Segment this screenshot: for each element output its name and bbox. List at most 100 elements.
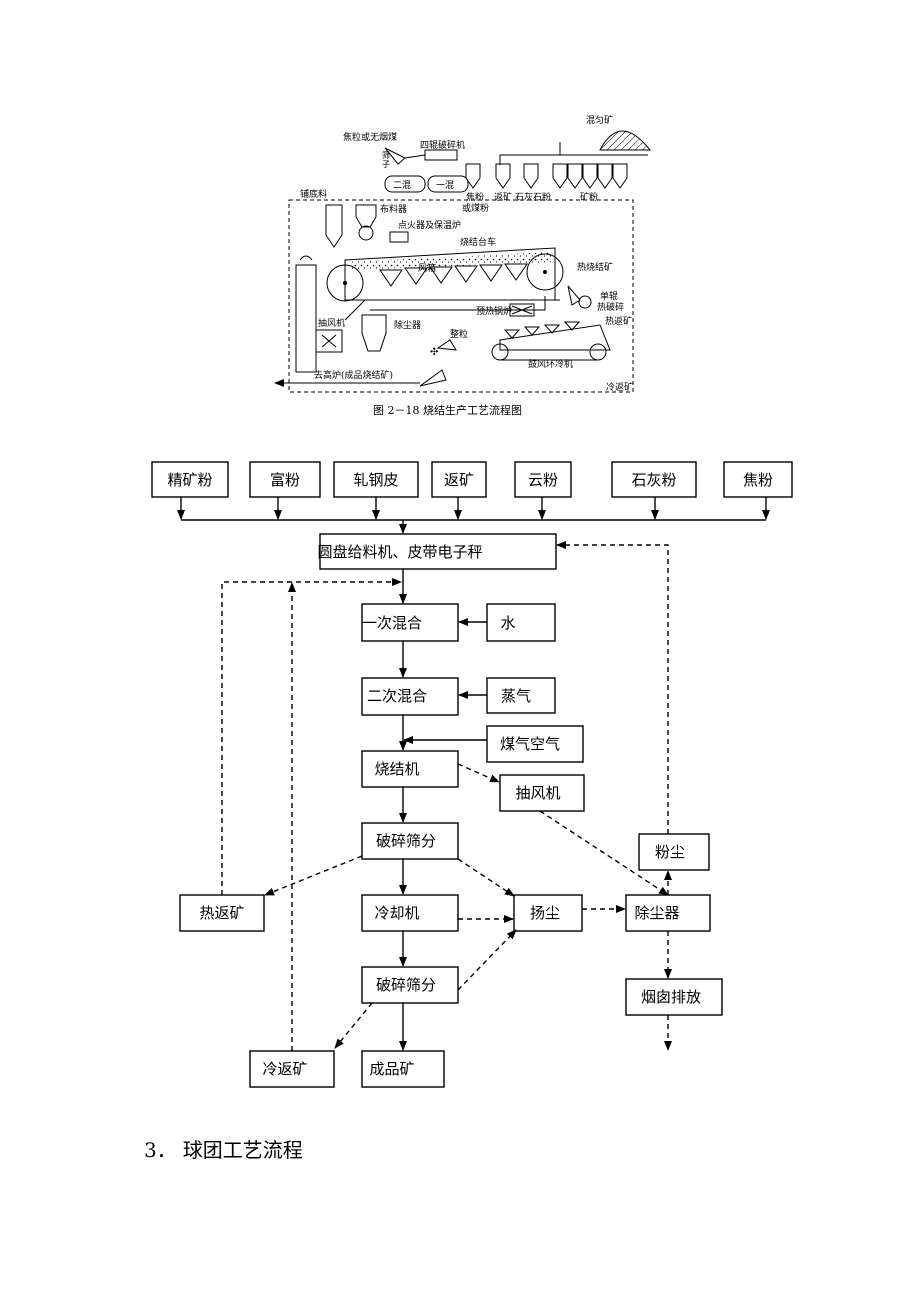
box-fugitive [513,894,583,932]
box-water [486,603,556,642]
label-mixed-ore: 混匀矿 [586,114,613,126]
text-cold-return: 冷返矿 [262,1060,307,1078]
chimney [295,264,317,373]
text-chimney: 烟囱排放 [641,988,701,1006]
text-input-5: 石灰粉 [631,471,676,489]
box-exhaust [499,774,585,812]
svg-text:子: 子 [382,160,390,169]
text-fugitive: 扬尘 [530,904,560,922]
box-cold-return [249,1050,335,1088]
text-dust-out: 粉尘 [655,843,685,861]
box-steam [486,677,556,714]
svg-text:热返矿: 热返矿 [605,315,632,327]
text-mix1: 一次混合 [362,614,422,632]
label-coke: 焦粒或无烟煤 [343,131,397,143]
svg-text:石灰石粉: 石灰石粉 [515,191,551,203]
igniter [389,231,409,243]
svg-text:去高炉(成品烧结矿): 去高炉(成品烧结矿) [314,369,393,381]
box-input-1 [249,461,321,498]
sinter-flowchart: 精矿粉 富粉 轧钢皮 返矿 云粉 石灰粉 焦粉 圆盘给料机、皮带电子秤 一次混合… [151,461,793,1088]
box-input-5 [611,461,697,498]
svg-text:除尘器: 除尘器 [394,319,421,331]
box-sinter [361,750,459,788]
text-input-3: 返矿 [444,471,474,489]
svg-text:二混: 二混 [393,180,411,191]
box-dust-out [638,833,710,871]
svg-text:冷返矿: 冷返矿 [606,381,633,393]
screen [384,147,406,165]
text-water: 水 [500,614,515,632]
feeder-hopper [355,204,377,228]
label-sinter-car: 烧结台车 [460,236,496,248]
text-mix2: 二次混合 [367,687,427,705]
svg-text:一混: 一混 [436,180,454,191]
text-crush1: 破碎筛分 [376,832,436,850]
text-cooler: 冷却机 [374,904,419,922]
box-cooler [361,894,459,932]
box-crush2 [361,966,459,1004]
svg-text:✣: ✣ [430,347,438,358]
roll-crusher [424,149,458,161]
text-exhaust: 抽风机 [515,784,560,802]
text-crush2: 破碎筛分 [376,976,436,994]
box-mix1 [361,603,459,642]
svg-text:鼓风环冷机: 鼓风环冷机 [528,358,573,370]
figure-caption: 图 2－18 烧结生产工艺流程图 [373,403,522,417]
box-crush1 [361,822,459,860]
svg-text:布料器: 布料器 [380,203,407,215]
flow-labels: 精矿粉 富粉 轧钢皮 返矿 云粉 石灰粉 焦粉 圆盘给料机、皮带电子秤 一次混合… [167,471,773,1078]
text-product: 成品矿 [369,1060,414,1078]
input-connectors [177,497,770,534]
box-input-3 [431,461,487,498]
svg-text:单辊: 单辊 [600,290,618,302]
text-gas: 煤气空气 [500,735,560,753]
windboxes [379,263,528,287]
section-number: 3． [144,1138,177,1162]
svg-text:抽风机: 抽风机 [318,317,345,329]
label-bedding: 铺底料 [300,188,327,200]
drum-1 [427,175,469,193]
text-feeder: 圆盘给料机、皮带电子秤 [317,543,482,561]
text-input-2: 轧钢皮 [353,471,398,489]
box-input-2 [333,461,419,498]
figure-frame [288,199,634,393]
section-heading: 3．球团工艺流程 [138,1134,303,1163]
svg-text:热烧结矿: 热烧结矿 [577,261,613,273]
text-input-1: 富粉 [270,471,300,489]
svg-text:筛: 筛 [382,150,390,160]
svg-text:点火器及保温炉: 点火器及保温炉 [398,219,461,231]
svg-text:风箱: 风箱 [418,262,436,274]
material-bins [465,163,628,189]
svg-text:或煤粉: 或煤粉 [462,202,489,214]
svg-text:预热锅炉: 预热锅炉 [476,305,512,317]
text-steam: 蒸气 [501,687,531,705]
drum-2 [384,175,426,193]
box-feeder [319,533,557,570]
box-input-0 [151,461,229,498]
sintering-process-figure: 混匀矿 焦粒或无烟煤 四辊破碎机 筛 子 焦粉 或煤粉 返矿 石灰石粉 矿粉 铺… [274,114,652,417]
svg-text:矿粉: 矿粉 [580,191,598,203]
section-title: 球团工艺流程 [182,1138,303,1162]
mixed-ore-pile [599,130,652,151]
svg-text:返矿: 返矿 [494,191,512,203]
text-input-6: 焦粉 [743,471,773,489]
text-hot-return: 热返矿 [199,904,244,922]
single-roll-crusher [578,295,592,309]
text-collector: 除尘器 [634,904,679,922]
box-hot-return [179,894,265,932]
svg-text:热破碎: 热破碎 [597,301,624,313]
text-input-0: 精矿粉 [167,471,212,489]
box-product [361,1050,445,1088]
box-chimney [625,978,723,1016]
bedding-bin [325,204,343,248]
box-gas [486,725,584,763]
exhaust-fan [315,329,343,353]
svg-text:整粒: 整粒 [450,328,468,340]
input-boxes [151,461,793,498]
box-mix2 [361,677,459,716]
box-input-4 [514,461,572,498]
box-input-6 [723,461,793,498]
text-input-4: 云粉 [528,471,558,489]
text-sinter: 烧结机 [374,760,419,778]
